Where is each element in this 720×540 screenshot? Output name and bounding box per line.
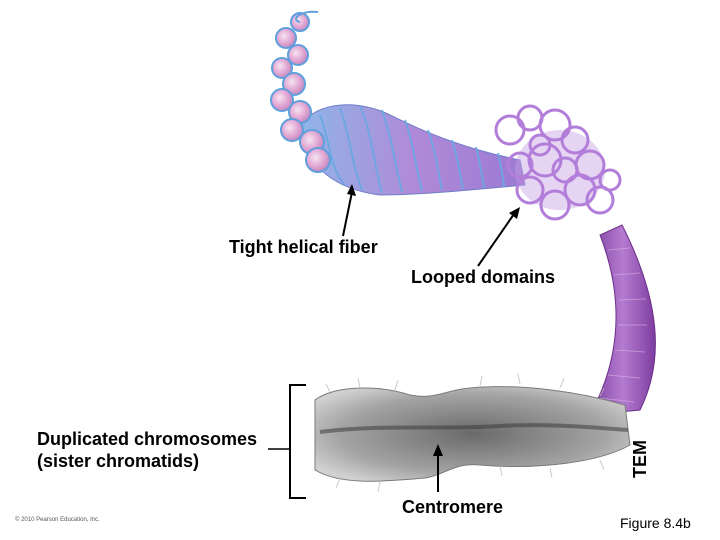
centromere-label: Centromere	[402, 496, 503, 518]
duplicated-chromosome	[315, 374, 630, 492]
tem-label: TEM	[630, 440, 651, 478]
looped-domains-arrow	[478, 207, 520, 266]
duplicated-chromosomes-line2: (sister chromatids)	[37, 450, 257, 472]
figure-number: Figure 8.4b	[620, 515, 691, 531]
duplicated-chromosomes-label: Duplicated chromosomes (sister chromatid…	[37, 428, 257, 472]
nucleosome-beads	[271, 13, 330, 172]
chromatin-stalk	[590, 225, 655, 415]
copyright-text: © 2010 Pearson Education, Inc.	[15, 517, 100, 523]
tight-helical-fiber-arrow	[343, 184, 356, 236]
looped-domains-label: Looped domains	[411, 266, 555, 288]
sister-chromatids-bracket	[290, 385, 306, 498]
tight-helical-fiber-label: Tight helical fiber	[229, 236, 378, 258]
duplicated-chromosomes-line1: Duplicated chromosomes	[37, 428, 257, 450]
